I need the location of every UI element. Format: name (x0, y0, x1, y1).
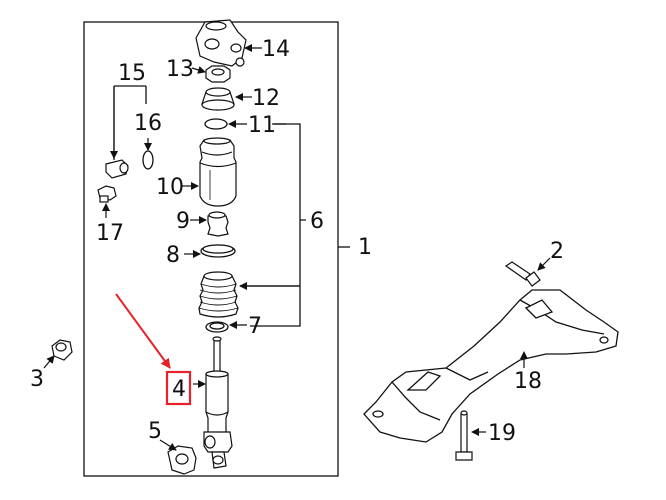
upper-seal-ring-part (204, 118, 228, 130)
red-pointer-arrow (115, 293, 171, 369)
spring-ring-part (200, 244, 236, 258)
bolt-part (504, 261, 541, 287)
callout-18: 18 (514, 369, 542, 394)
bushing-part (51, 339, 73, 361)
fitting-part (97, 185, 117, 203)
leader-3 (43, 355, 55, 369)
callout-10: 10 (156, 175, 184, 200)
callout-1: 1 (358, 235, 372, 260)
lower-bracket-part (167, 445, 197, 475)
long-bolt-part (455, 410, 473, 461)
oring-part (142, 150, 154, 170)
valve-part (105, 159, 129, 179)
callout-14: 14 (262, 37, 290, 62)
crossmember-part (363, 289, 619, 443)
callout-9: 9 (176, 209, 190, 234)
callout-5: 5 (148, 419, 162, 444)
callout-12: 12 (252, 86, 280, 111)
callout-13: 13 (166, 57, 194, 82)
nut-part (205, 65, 231, 83)
callout-6: 6 (310, 209, 324, 234)
leader-2 (537, 257, 551, 271)
callout-15: 15 (118, 61, 146, 86)
bump-stop-part (207, 211, 229, 237)
dust-boot-part (198, 271, 239, 318)
callout-8: 8 (166, 243, 180, 268)
leader-13 (191, 66, 206, 74)
shock-absorber-part (203, 336, 233, 469)
callout-19: 19 (488, 421, 516, 446)
bracket-6 (240, 123, 306, 327)
callout-11: 11 (248, 113, 276, 138)
lower-seal-ring-part (205, 321, 229, 333)
air-spring-part (199, 137, 237, 207)
upper-mount-part (195, 19, 247, 67)
leader-5 (159, 439, 177, 451)
callout-2: 2 (550, 239, 564, 264)
callout-4: 4 (172, 377, 186, 402)
bearing-part (201, 87, 235, 111)
callout-3: 3 (30, 367, 44, 392)
callout-7: 7 (248, 314, 262, 339)
part-4-highlight-box (165, 370, 192, 406)
callout-17: 17 (96, 221, 124, 246)
callout-16: 16 (134, 111, 162, 136)
